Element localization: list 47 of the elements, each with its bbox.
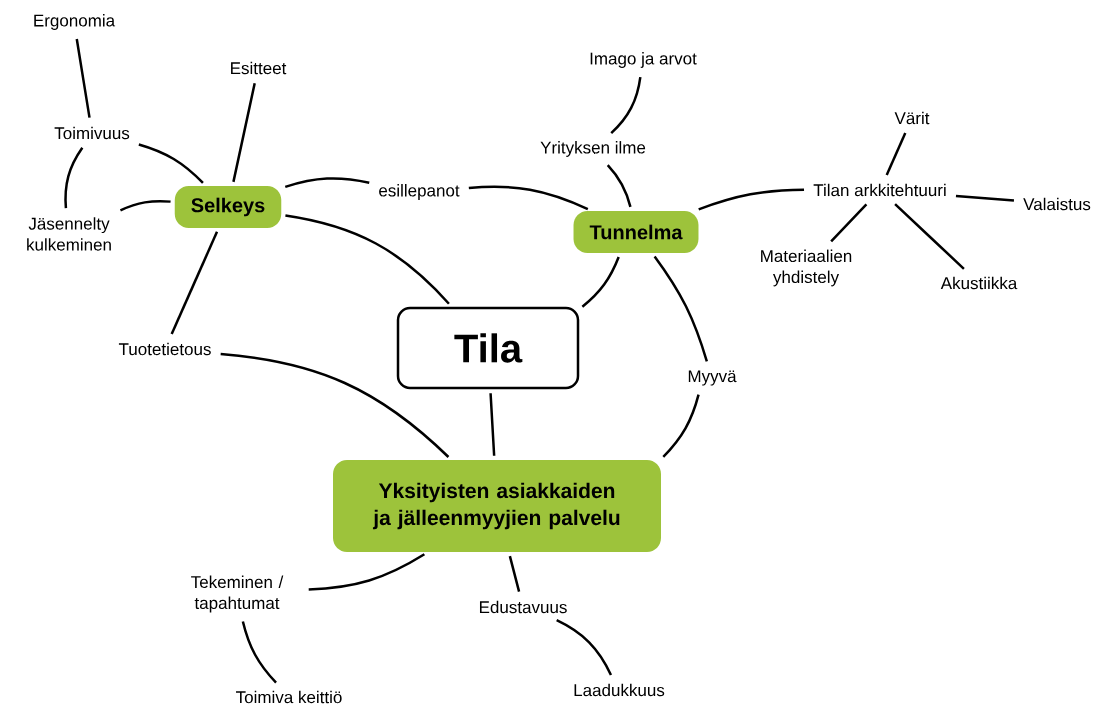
connector-line — [830, 203, 868, 243]
topic-box: Yksityisten asiakkaiden ja jälleenmyyjien palvelu — [333, 460, 661, 552]
topic-label: Akustiikka — [940, 276, 1018, 290]
topic-label: Ergonomia — [34, 14, 116, 30]
topic-box: Selkeys — [174, 186, 282, 228]
topic-label: Valaistus — [1023, 197, 1091, 211]
topic-label: Värit — [894, 111, 930, 125]
topic-label: Esitteet — [231, 61, 287, 75]
connector-line — [894, 203, 965, 270]
connector-line — [284, 177, 370, 189]
connector-line — [170, 231, 219, 335]
topic-label: Jäsennelty kulkeminen — [27, 217, 111, 251]
connector-line — [581, 256, 620, 308]
topic-label: Tilan arkkitehtuuri — [813, 183, 946, 197]
connector-line — [885, 132, 907, 176]
connector-line — [489, 393, 496, 456]
topic-label: Toimiva keittiö — [236, 690, 342, 704]
connector-line — [698, 188, 805, 211]
topic-label: Toimivuus — [54, 126, 130, 140]
connector-line — [662, 394, 700, 458]
topic-label: Laadukkuus — [574, 683, 665, 697]
connector-line — [220, 352, 450, 458]
connector-line — [119, 199, 171, 212]
connector-line — [556, 619, 613, 676]
topic-label: esillepanot — [379, 184, 460, 200]
connector-line — [653, 255, 709, 362]
topic-label: Edustavuus — [480, 600, 567, 614]
connector-line — [508, 555, 521, 592]
connector-line — [75, 38, 91, 118]
connector-line — [232, 83, 256, 183]
topic-box: Tunnelma — [573, 211, 699, 253]
connector-line — [606, 164, 632, 208]
topic-label: Tuotetietous — [118, 342, 211, 356]
connector-line — [285, 214, 450, 305]
connector-line — [138, 143, 204, 184]
connector-line — [955, 194, 1015, 202]
topic-label: Yrityksen ilme — [540, 141, 646, 157]
connector-line — [610, 76, 642, 135]
connector-line — [468, 185, 589, 211]
topic-label: Imago ja arvot — [590, 52, 697, 68]
connector-line — [64, 147, 84, 209]
topic-label: Materiaalien yhdistely — [761, 249, 852, 287]
topic-label: Myyvä — [688, 370, 737, 386]
central-box: Tila — [396, 306, 580, 390]
connector-line — [308, 553, 426, 591]
topic-label: Tekeminen / tapahtumat — [191, 575, 284, 613]
connector-line — [241, 621, 277, 684]
